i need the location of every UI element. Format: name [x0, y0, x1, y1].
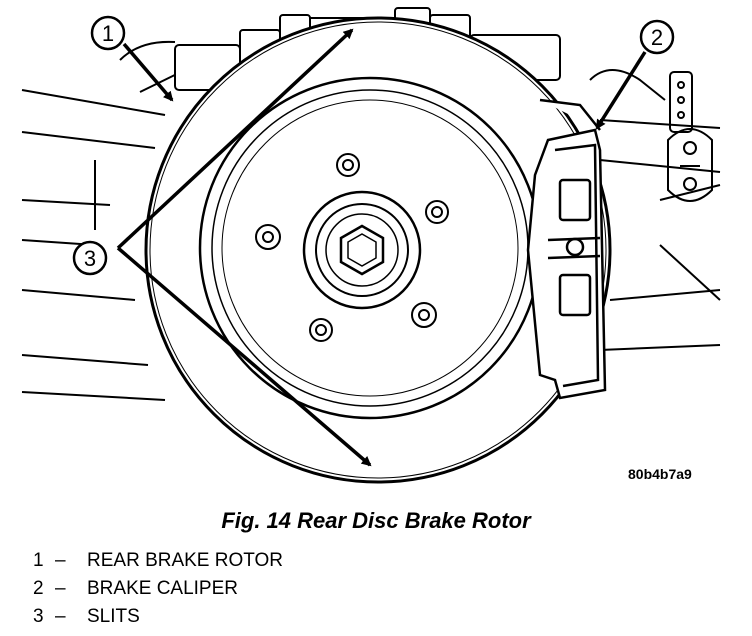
lug-nut: [309, 318, 333, 342]
lug-nut: [336, 153, 360, 177]
callout-2: 2: [595, 19, 675, 130]
figure-reference-id: 80b4b7a9: [628, 466, 692, 482]
callout-2-number: 2: [651, 25, 663, 50]
legend-dash: –: [55, 550, 66, 571]
legend-item: 3 – SLITS: [33, 603, 283, 631]
legend: 1 – REAR BRAKE ROTOR 2 – BRAKE CALIPER 3…: [33, 547, 283, 631]
lug-nut: [425, 200, 449, 224]
callout-3-number: 3: [84, 246, 96, 271]
legend-item: 2 – BRAKE CALIPER: [33, 575, 283, 603]
legend-label: BRAKE CALIPER: [87, 578, 238, 599]
legend-number: 2: [33, 578, 44, 599]
legend-dash: –: [55, 578, 66, 599]
lug-nut: [255, 224, 281, 250]
brake-rotor: [144, 16, 612, 484]
callout-3: 3: [72, 28, 372, 467]
lug-nuts: [255, 153, 449, 342]
lug-nut: [411, 302, 437, 328]
legend-number: 3: [33, 606, 44, 627]
figure-caption: Fig. 14 Rear Disc Brake Rotor: [221, 508, 531, 533]
callout-1-number: 1: [102, 21, 114, 46]
callout-1: 1: [90, 15, 174, 102]
legend-label: REAR BRAKE ROTOR: [87, 550, 284, 571]
suspension-background: [21, 40, 721, 401]
legend-item: 1 – REAR BRAKE ROTOR: [33, 547, 283, 575]
legend-number: 1: [33, 550, 44, 571]
legend-dash: –: [55, 606, 66, 627]
brake-caliper: [526, 98, 607, 400]
brake-rotor-illustration: 1 2 3: [21, 7, 721, 484]
legend-label: SLITS: [87, 606, 140, 627]
